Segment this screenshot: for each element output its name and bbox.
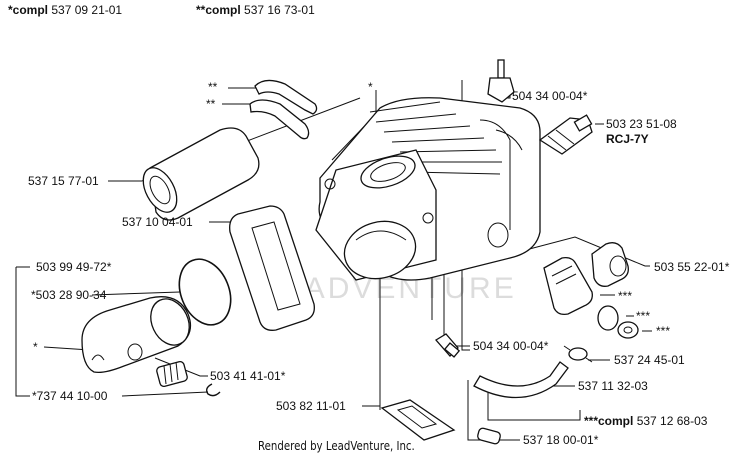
callout-hose: 537 11 32-03 <box>578 379 648 393</box>
kit3-marker: ***compl <box>584 414 634 428</box>
callout-star3-b: *** <box>636 309 651 323</box>
cylinder <box>315 97 541 281</box>
callout-star-cylinder: * <box>368 80 373 94</box>
kit3-number: 537 12 68-03 <box>636 414 708 428</box>
needle-bearing <box>156 360 188 388</box>
kit2-marker: **compl <box>196 3 241 17</box>
washer-b <box>617 321 639 339</box>
callout-clamp: 537 24 45-01 <box>614 353 685 367</box>
callout-bearing: 503 41 41-01* <box>210 369 286 383</box>
callout-piston-star: * <box>33 340 38 354</box>
callout-piston: 503 99 49-72* <box>36 260 112 274</box>
decomp-valve-top <box>487 59 515 103</box>
callout-spark-plug: 503 23 51-08 <box>606 117 677 131</box>
callout-gasket: 537 10 04-01 <box>122 215 193 229</box>
callout-intake: 537 15 77-01 <box>28 174 99 188</box>
kit1-header: *compl 537 09 21-01 <box>8 3 122 17</box>
callout-star3-a: *** <box>618 289 633 303</box>
callout-star2-second: ** <box>206 97 216 111</box>
kit1-marker: *compl <box>8 3 49 17</box>
kit2-number: 537 16 73-01 <box>244 3 315 17</box>
piston <box>81 296 192 374</box>
clamp-halves <box>249 79 318 140</box>
piston-ring <box>178 258 232 326</box>
spark-plug <box>538 114 593 155</box>
callout-spark-plug-type: RCJ-7Y <box>606 132 649 146</box>
kit3-callout: ***compl 537 12 68-03 <box>584 414 707 428</box>
washer-a <box>597 305 619 331</box>
callout-decomp-bottom: 504 34 00-04* <box>473 339 549 353</box>
callout-base-gasket: 503 82 11-01 <box>276 399 346 413</box>
callout-star2-top: ** <box>208 80 218 94</box>
decomp-valve-bottom <box>434 333 461 358</box>
hose-clamp <box>563 345 593 363</box>
base-gasket <box>380 399 456 441</box>
impulse-hose <box>473 361 569 399</box>
callout-ring: *503 28 90-34 <box>31 288 107 302</box>
callout-cap: 503 55 22-01* <box>654 260 730 274</box>
circlip <box>205 383 221 397</box>
footer-credit: Rendered by LeadVenture, Inc. <box>258 439 415 453</box>
kit2-header: **compl 537 16 73-01 <box>196 3 315 17</box>
callout-filter: 537 18 00-01* <box>523 433 599 447</box>
rubber-cap <box>591 242 629 287</box>
intake-manifold <box>142 127 260 221</box>
kit1-number: 537 09 21-01 <box>51 3 123 17</box>
callout-circlip: *737 44 10-00 <box>32 389 108 403</box>
callout-star3-c: *** <box>656 324 671 338</box>
callout-decomp-top: 504 34 00-04* <box>512 89 588 103</box>
intake-gasket <box>229 205 315 331</box>
decomp-valve-body <box>543 256 593 316</box>
filter <box>477 427 501 445</box>
